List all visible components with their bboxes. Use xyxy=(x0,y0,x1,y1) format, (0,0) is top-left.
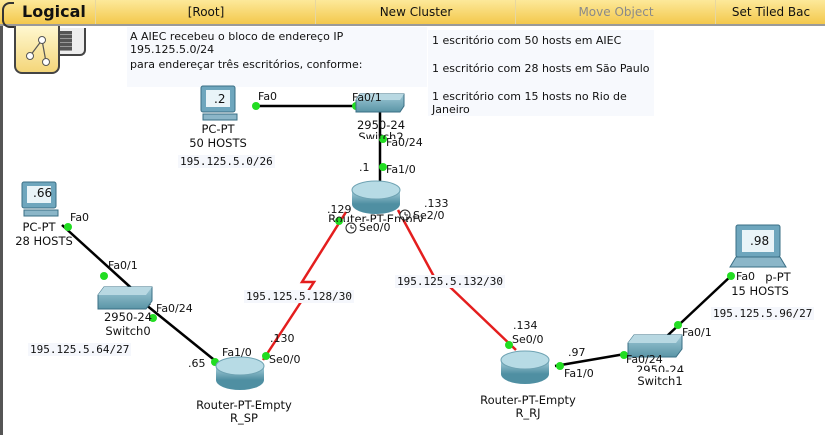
port-label: Fa0 xyxy=(736,270,756,283)
intro-note: A AIEC recebeu o bloco de endereço IP 19… xyxy=(127,27,427,87)
port-status-dot xyxy=(727,272,735,280)
clock-icon xyxy=(345,209,411,234)
pc-icon[interactable] xyxy=(21,181,59,217)
port-status-dot xyxy=(674,321,682,329)
router-icon[interactable] xyxy=(215,356,265,390)
logical-view-tab[interactable]: Logical xyxy=(2,0,94,28)
device-name: R_SP xyxy=(230,411,258,425)
subnet-label: 195.125.5.0/26 xyxy=(178,155,275,168)
port-label: Fa0/24 xyxy=(156,302,193,315)
workspace-toolbar: Logical [Root] New Cluster Move Object S… xyxy=(0,0,825,28)
move-object-button[interactable]: Move Object xyxy=(515,0,716,24)
port-label: Fa1/0 xyxy=(222,346,252,359)
switch-icon[interactable] xyxy=(627,334,683,358)
device-name: 28 HOSTS xyxy=(15,234,73,248)
port-label: Fa1/0 xyxy=(386,163,416,176)
port-status-dot xyxy=(379,163,387,171)
requirement-item: 1 escritório com 15 hosts no Rio de Jane… xyxy=(432,90,627,116)
subnet-label: 195.125.5.96/27 xyxy=(711,307,815,320)
pc-sp-ip: .66 xyxy=(33,186,53,200)
port-label: Se0/0 xyxy=(269,353,301,366)
port-label: Fa0/24 xyxy=(626,353,663,366)
device-name: Switch1 xyxy=(637,374,683,388)
intro-line-1: A AIEC recebeu o bloco de endereço IP 19… xyxy=(130,30,344,56)
device-model: 2950-24 xyxy=(635,363,685,372)
port-status-dot xyxy=(100,272,108,280)
device-model: p-PT xyxy=(765,270,791,284)
port-label: Fa1/0 xyxy=(564,367,594,380)
root-button[interactable]: [Root] xyxy=(95,0,316,24)
subnet-label: 195.125.5.64/27 xyxy=(28,343,132,356)
logical-workspace-icon[interactable] xyxy=(14,26,60,74)
workspace-border xyxy=(0,26,3,435)
ip-label: .65 xyxy=(188,357,206,370)
router-icon[interactable] xyxy=(500,350,550,384)
port-label: Fa0/1 xyxy=(352,91,382,104)
device-name: 50 HOSTS xyxy=(189,136,247,150)
switch-icon[interactable] xyxy=(355,93,405,113)
port-label: Fa0/24 xyxy=(386,136,423,149)
device-model: PC-PT xyxy=(201,122,235,136)
new-cluster-button[interactable]: New Cluster xyxy=(315,0,516,24)
ip-label: .129 xyxy=(327,203,352,216)
device-model: Router-PT-Empty xyxy=(328,212,424,222)
ip-label: .97 xyxy=(568,346,586,359)
ip-label: .133 xyxy=(424,197,449,210)
set-tiled-background-button[interactable]: Set Tiled Bac xyxy=(715,0,825,24)
device-model: PC-PT xyxy=(22,220,56,234)
ip-label: .134 xyxy=(513,319,538,332)
requirement-item: 1 escritório com 28 hosts em São Paulo xyxy=(432,62,650,75)
port-label: Fa0/1 xyxy=(682,326,712,339)
port-label: Fa0 xyxy=(258,90,278,103)
requirements-note: 1 escritório com 50 hosts em AIEC 1 escr… xyxy=(428,30,654,116)
link-r-rj-switch1[interactable] xyxy=(554,352,626,368)
device-name: R_RJ xyxy=(515,406,541,420)
port-status-dot xyxy=(252,102,260,110)
port-label: Fa0 xyxy=(70,211,90,224)
requirement-item: 1 escritório com 50 hosts em AIEC xyxy=(432,34,622,47)
port-label: Se0/0 xyxy=(359,221,391,234)
switch-icon[interactable] xyxy=(97,286,153,310)
device-model: 2950-24 xyxy=(356,118,406,132)
device-name: Switch0 xyxy=(105,324,151,338)
port-status-dot xyxy=(262,352,270,360)
laptop-rj-ip: .98 xyxy=(750,234,770,248)
device-name: Switch2 xyxy=(358,130,404,139)
port-status-dot xyxy=(505,341,513,349)
ip-label: .130 xyxy=(270,332,295,345)
device-name: 15 HOSTS xyxy=(731,284,789,298)
port-status-dot xyxy=(335,217,343,225)
port-status-dot xyxy=(64,223,72,231)
port-status-dot xyxy=(556,362,564,370)
pc-icon[interactable] xyxy=(200,85,238,121)
device-model: 2950-24 xyxy=(103,310,153,324)
ip-label: .1 xyxy=(359,161,370,174)
link-subnet-label: 195.125.5.128/30 xyxy=(244,290,354,303)
port-status-dot xyxy=(149,314,157,322)
laptop-icon[interactable] xyxy=(729,224,787,268)
device-model: Router-PT-Empty xyxy=(480,393,576,407)
port-label: Se2/0 xyxy=(413,209,445,222)
router-icon[interactable] xyxy=(351,180,401,214)
port-label: Fa0/1 xyxy=(108,259,138,272)
device-model: Router-PT-Empty xyxy=(196,398,292,412)
port-label: Se0/0 xyxy=(512,333,544,346)
link-subnet-label: 195.125.5.132/30 xyxy=(395,275,505,288)
link-r-aiec-r-sp-serial[interactable] xyxy=(261,211,348,361)
link-switch0-r-sp[interactable] xyxy=(139,299,219,364)
port-status-dot xyxy=(379,135,387,143)
pc-aiec-ip: .2 xyxy=(214,92,226,106)
port-status-dot xyxy=(620,351,628,359)
intro-line-2: para endereçar três escritórios, conform… xyxy=(130,58,363,71)
